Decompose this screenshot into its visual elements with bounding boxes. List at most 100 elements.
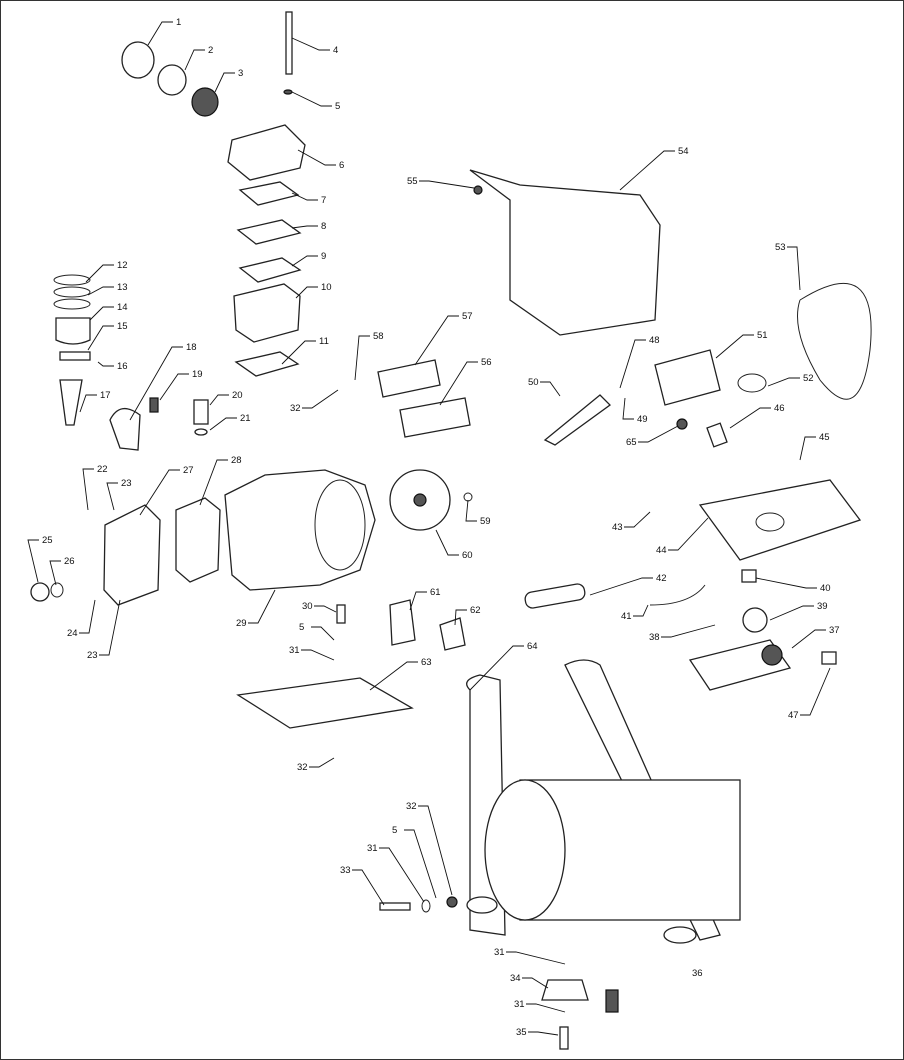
callout-label-46: 46 xyxy=(774,403,785,414)
callout-label-55: 55 xyxy=(407,176,418,187)
leader-line xyxy=(589,577,653,596)
part-panel-hole xyxy=(755,512,785,532)
callout-label-5: 5 xyxy=(335,101,340,112)
part-piston-ring-2 xyxy=(53,286,91,298)
part-power-cord xyxy=(797,282,872,400)
part-regulator-37 xyxy=(761,644,783,666)
part-drain-valve-36 xyxy=(605,989,619,1013)
leader-line xyxy=(729,407,771,429)
callout-group: 1234567891011121314151617181920212223242… xyxy=(27,17,840,1038)
callout-label-64: 64 xyxy=(527,641,538,652)
part-bolt-33 xyxy=(379,902,411,911)
leader-line xyxy=(439,361,478,406)
leader-line xyxy=(418,805,453,896)
leader-line xyxy=(755,577,817,589)
callout-label-1: 1 xyxy=(176,17,181,28)
part-tube-41 xyxy=(649,584,706,606)
callout-label-60: 60 xyxy=(462,550,473,561)
callout-label-44: 44 xyxy=(656,545,667,556)
part-gauge-39 xyxy=(742,607,768,633)
part-tee-62 xyxy=(439,617,466,651)
leader-line xyxy=(787,246,801,291)
part-valve-plate xyxy=(236,219,302,245)
callout-label-31: 31 xyxy=(367,843,378,854)
leader-line xyxy=(638,425,679,443)
leader-line xyxy=(147,21,173,46)
part-bearing xyxy=(157,64,187,96)
callout-label-15: 15 xyxy=(117,321,128,332)
leader-line xyxy=(633,604,649,617)
part-cylinder xyxy=(233,283,301,343)
callout-label-32: 32 xyxy=(290,403,301,414)
leader-line xyxy=(89,306,114,321)
leader-line xyxy=(302,389,339,409)
callout-label-34: 34 xyxy=(510,973,521,984)
part-piston-ring-3 xyxy=(53,298,91,310)
callout-label-59: 59 xyxy=(480,516,491,527)
part-crank-counterweight xyxy=(109,408,141,451)
callout-label-2: 2 xyxy=(208,45,213,56)
part-washer-31 xyxy=(421,899,431,913)
part-bolt-35 xyxy=(559,1026,569,1050)
leader-line xyxy=(311,626,335,641)
leader-line xyxy=(291,37,330,51)
callout-label-8: 8 xyxy=(321,221,326,232)
leader-line xyxy=(369,661,418,691)
callout-label-54: 54 xyxy=(678,146,689,157)
leader-line xyxy=(129,346,183,421)
part-connecting-rod xyxy=(59,379,83,426)
part-foot-2 xyxy=(663,926,697,944)
callout-label-50: 50 xyxy=(528,377,539,388)
callout-label-31: 31 xyxy=(514,999,525,1010)
leader-line xyxy=(85,264,114,283)
leader-line xyxy=(97,361,114,367)
part-gasket xyxy=(238,181,300,206)
callout-label-47: 47 xyxy=(788,710,799,721)
leader-line xyxy=(465,499,477,522)
part-bolt-30 xyxy=(336,604,346,624)
part-fan-hub xyxy=(413,493,427,507)
callout-label-27: 27 xyxy=(183,465,194,476)
callout-label-42: 42 xyxy=(656,573,667,584)
part-fitting-20 xyxy=(193,399,209,425)
leader-line xyxy=(619,150,675,191)
leader-line xyxy=(526,1003,566,1013)
leader-line xyxy=(767,377,800,387)
part-nut-55 xyxy=(473,185,483,195)
callout-label-22: 22 xyxy=(97,464,108,475)
part-cylinder-head xyxy=(227,124,306,181)
callout-label-17: 17 xyxy=(100,390,111,401)
leader-line xyxy=(435,529,459,556)
leader-line xyxy=(79,599,96,634)
part-bracket-50 xyxy=(543,394,611,446)
leader-line xyxy=(379,847,425,903)
leader-line xyxy=(522,977,549,989)
callout-label-39: 39 xyxy=(817,601,828,612)
callout-label-26: 26 xyxy=(64,556,75,567)
leader-line xyxy=(454,609,467,626)
callout-label-23: 23 xyxy=(87,650,98,661)
leader-line xyxy=(622,397,634,420)
part-elbow-40 xyxy=(741,569,757,583)
leader-line xyxy=(661,624,716,638)
part-eccentric xyxy=(191,87,219,117)
leader-line xyxy=(409,591,427,611)
callout-label-7: 7 xyxy=(321,195,326,206)
leader-line xyxy=(291,225,318,229)
leader-line xyxy=(184,49,205,71)
callout-label-9: 9 xyxy=(321,251,326,262)
part-o-ring xyxy=(50,582,64,598)
part-piston xyxy=(55,317,91,345)
leader-line xyxy=(291,91,332,107)
leader-line xyxy=(27,539,39,583)
part-crankcase-motor xyxy=(224,469,376,591)
part-capacitor-56 xyxy=(399,397,471,438)
leader-line xyxy=(469,645,524,691)
leader-line xyxy=(354,335,370,381)
part-tube-61 xyxy=(389,599,416,646)
callout-label-31: 31 xyxy=(494,947,505,958)
callout-label-3: 3 xyxy=(238,68,243,79)
part-motor-housing xyxy=(314,479,366,571)
